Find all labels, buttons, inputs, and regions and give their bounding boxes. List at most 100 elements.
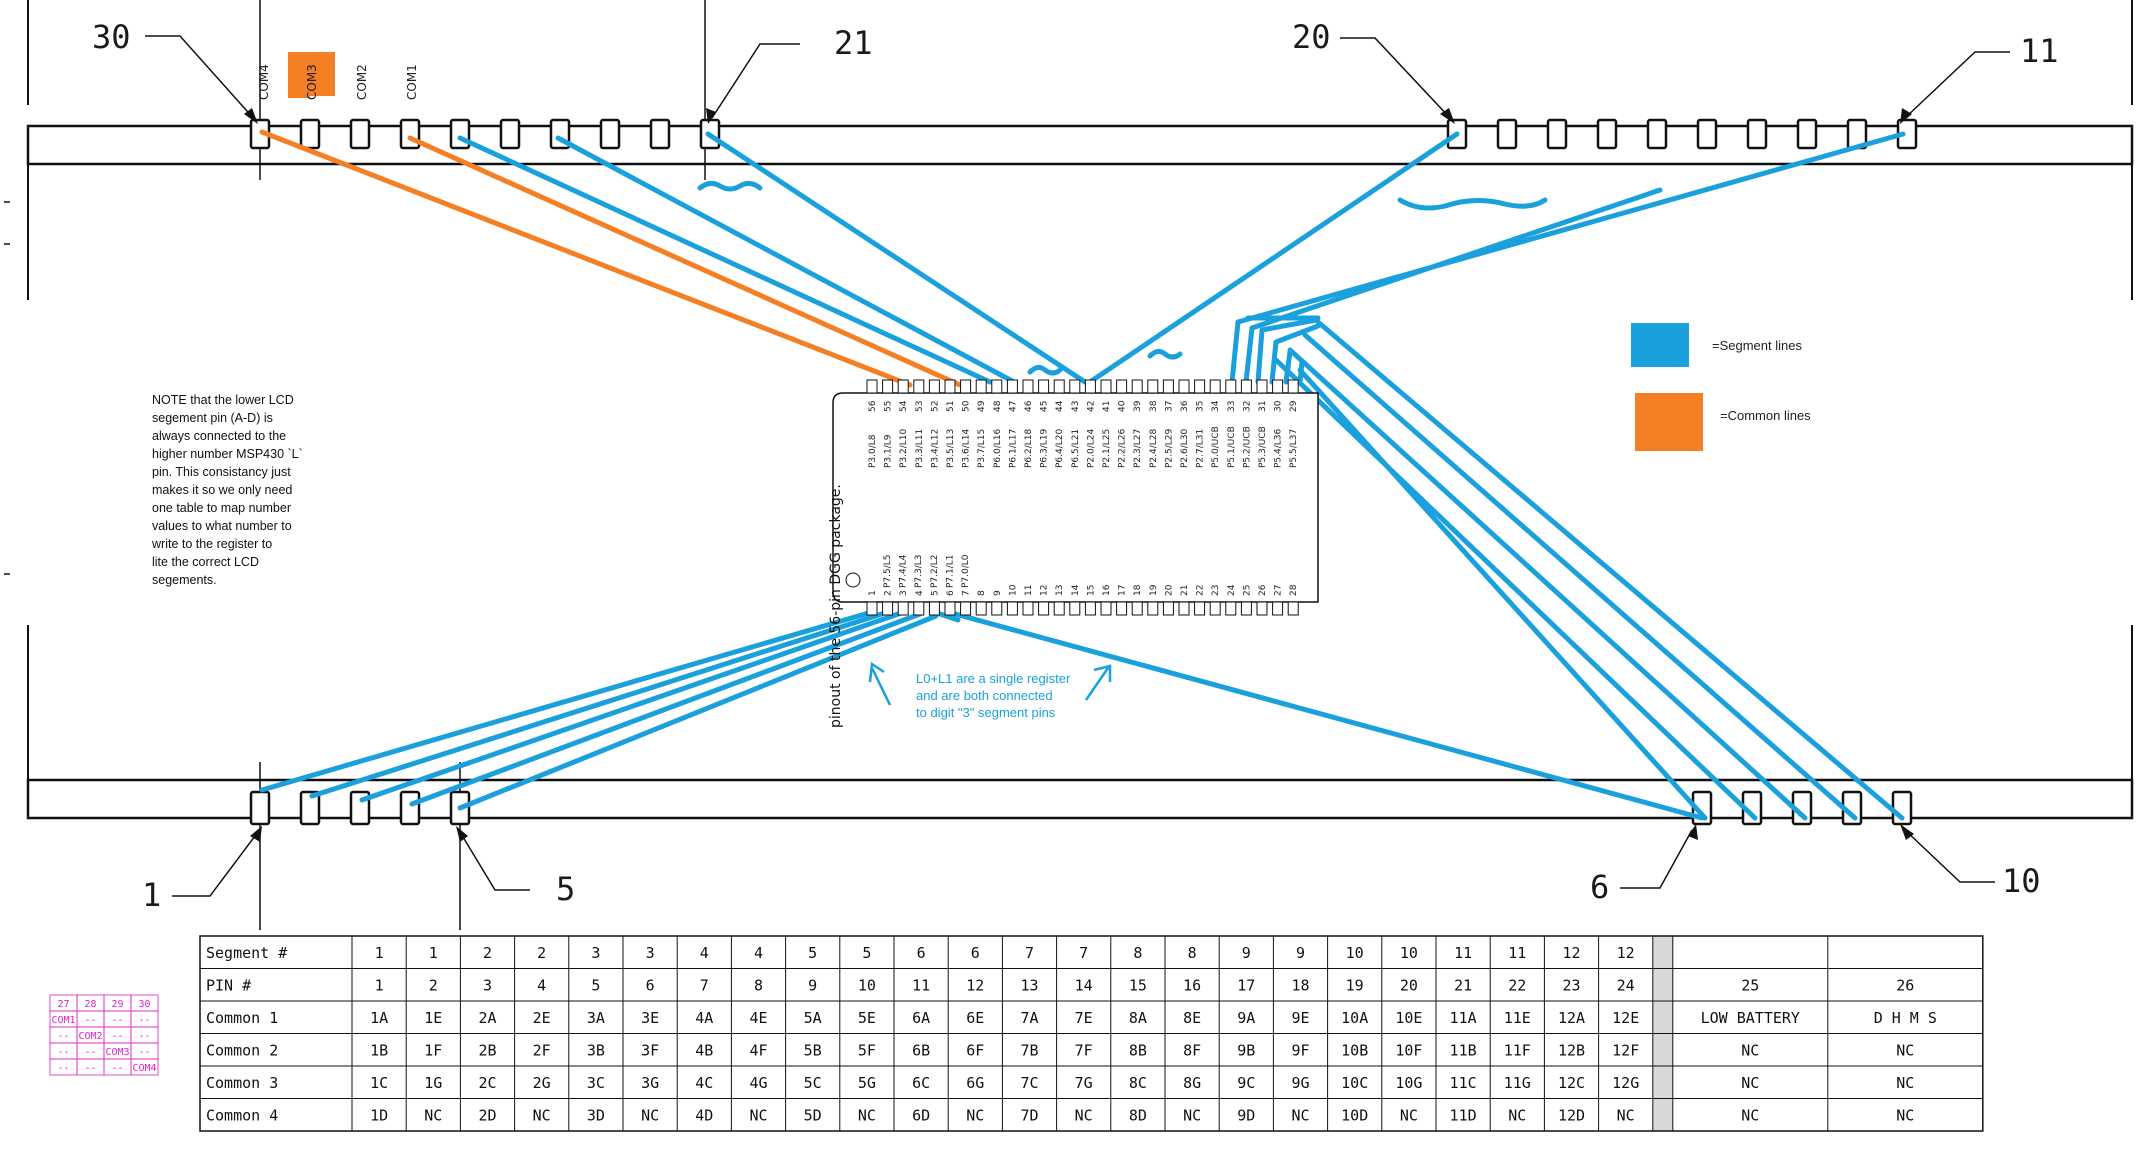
chip-pin-number: 24: [1227, 584, 1237, 596]
chip-pin: [1116, 379, 1128, 394]
table-cell: 11C: [1450, 1074, 1477, 1092]
com3-label: COM3: [305, 64, 319, 100]
chip-pin-number: 33: [1227, 401, 1237, 412]
table-cell: 9: [1242, 944, 1251, 962]
lcd-pin: [1496, 118, 1518, 150]
l0-l1-annotation: L0+L1 are a single register and are both…: [868, 661, 1112, 720]
chip-pin: [1147, 601, 1159, 616]
chip-pin-name: P7.0/L0: [961, 554, 971, 588]
table-cell: 16: [1183, 977, 1201, 995]
mini-grid-cell: COM2: [78, 1031, 102, 1042]
chip-pin-number: 41: [1102, 401, 1112, 412]
chip-pin-number: 44: [1055, 400, 1065, 412]
table-cell: 2B: [478, 1042, 496, 1060]
chip-pin: [1006, 601, 1018, 616]
chip-pin-number: 17: [1118, 585, 1128, 596]
chip-pin-name: P6.5/L21: [1071, 429, 1081, 468]
chip-pin-name: P6.4/L20: [1055, 428, 1065, 468]
mini-grid-cell: COM4: [132, 1063, 156, 1074]
chip-pin-name: P3.0/L8: [868, 434, 878, 468]
callout-numbers: 30 21 20 11 1 5 6 10: [92, 18, 2059, 914]
chip-pin: [928, 379, 940, 394]
table-cell: 10A: [1341, 1009, 1368, 1027]
chip-pin: [1225, 379, 1237, 394]
table-cell: 5: [808, 944, 817, 962]
com2-label: COM2: [355, 64, 369, 100]
table-cell: 25: [1741, 977, 1759, 995]
note-line: always connected to the: [152, 429, 286, 443]
chip-pin-number: 54: [899, 400, 909, 412]
chip-pin-number: 49: [977, 400, 987, 412]
table-cell: 9C: [1237, 1074, 1255, 1092]
table-cell: 3: [646, 944, 655, 962]
table-cell: 13: [1020, 977, 1038, 995]
table-cell: 6: [917, 944, 926, 962]
table-cell: 11: [912, 977, 930, 995]
chip-pin: [1116, 601, 1128, 616]
table-cell: 4A: [695, 1009, 713, 1027]
chip-pin-name: P2.6/L30: [1180, 428, 1190, 468]
top-lcd-pins: [249, 118, 1918, 150]
chip-pin-number: 34: [1211, 400, 1221, 412]
chip-pin-number: 45: [1040, 401, 1050, 412]
table-cell: LOW BATTERY: [1701, 1009, 1800, 1027]
table-cell: 2: [483, 944, 492, 962]
callout-20-arrow: [1340, 37, 1451, 119]
table-cell: 4E: [749, 1009, 767, 1027]
chip-pin: [1209, 601, 1221, 616]
chip-pin-number: 14: [1071, 584, 1081, 596]
chip-pin-number: 10: [1008, 584, 1018, 596]
table-cell: 9A: [1237, 1009, 1255, 1027]
table-cell: NC: [1741, 1042, 1759, 1060]
table-cell: 11F: [1504, 1042, 1531, 1060]
table-cell: 1: [375, 944, 384, 962]
common-legend-label: =Common lines: [1720, 408, 1811, 423]
chip-pin-number: 23: [1211, 585, 1221, 596]
chip-pin-number: 26: [1258, 584, 1268, 596]
table-cell: 12B: [1558, 1042, 1585, 1060]
chip-pin: [1162, 601, 1174, 616]
chip-pin: [1100, 379, 1112, 394]
table-row-header: Common 3: [206, 1074, 278, 1092]
chip-pin: [1069, 379, 1081, 394]
chip-pin-number: 55: [884, 401, 894, 412]
table-cell: 3G: [641, 1074, 659, 1092]
chip-pin-number: 27: [1274, 585, 1284, 596]
table-cell: NC: [641, 1107, 659, 1125]
table-cell: 6E: [966, 1009, 984, 1027]
chip-pin: [897, 601, 909, 616]
chip-pin-name: P2.0/L24: [1086, 428, 1096, 468]
table-row-header: Common 2: [206, 1042, 278, 1060]
table-cell: 3F: [641, 1042, 659, 1060]
chip-pin-number: 8: [977, 590, 987, 596]
chip-pin-number: 9: [993, 590, 1003, 596]
chip-pin-name: P7.4/L4: [899, 554, 909, 588]
chip-pin-number: 51: [946, 401, 956, 412]
chip-pin-number: 52: [930, 401, 940, 412]
chip-pin-number: 39: [1133, 400, 1143, 412]
table-cell: NC: [1896, 1074, 1914, 1092]
table-cell: 9: [808, 977, 817, 995]
chip-pin-name: P3.3/L11: [915, 429, 925, 468]
table-cell: 12: [966, 977, 984, 995]
table-cell: 11: [1508, 944, 1526, 962]
table-cell: 12: [1617, 944, 1635, 962]
chip-pin-name: P3.6/L14: [962, 428, 972, 468]
lcd-pin: [1596, 118, 1618, 150]
table-cell: 12F: [1612, 1042, 1639, 1060]
chip-pin-name: P6.0/L16: [993, 428, 1003, 468]
chip-pin-number: 22: [1196, 585, 1206, 596]
chip-pin: [1162, 379, 1174, 394]
chip-pin: [1225, 601, 1237, 616]
chip-pin-name: P7.5/L5: [883, 554, 893, 588]
table-cell: 21: [1454, 977, 1472, 995]
table-cell: 2D: [478, 1107, 496, 1125]
chip-pin-number: 53: [915, 401, 925, 412]
chip-pin: [1256, 379, 1268, 394]
chip-pin-number: 47: [1008, 401, 1018, 412]
table-cell: 8E: [1183, 1009, 1201, 1027]
table-cell: 2A: [478, 1009, 496, 1027]
table-cell: 9G: [1291, 1074, 1309, 1092]
chip-pin-number: 28: [1289, 584, 1299, 596]
table-cell: 3: [591, 944, 600, 962]
